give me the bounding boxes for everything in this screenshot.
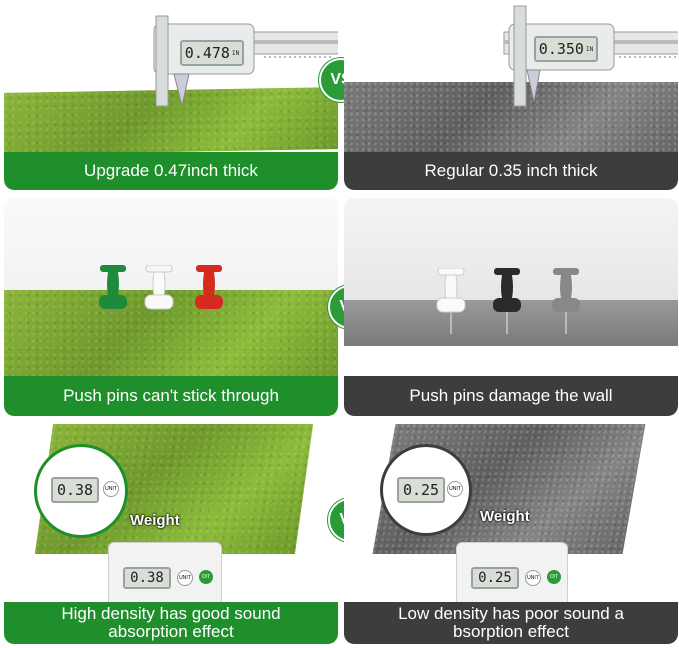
row3-right-caption: Low density has poor sound a bsorption e… xyxy=(344,602,678,644)
unit-button-zoom: UNIT xyxy=(103,481,119,497)
caliper-reading: 0.478 xyxy=(184,44,230,62)
row2-right-caption: Push pins damage the wall xyxy=(344,376,678,416)
scale-reading: 0.38 xyxy=(130,570,164,586)
black-pushpin-icon xyxy=(493,268,521,334)
row3-left-caption-line2: absorption effect xyxy=(108,622,234,641)
scale-display-zoom: 0.25 xyxy=(397,477,445,503)
row1-left-caption: Upgrade 0.47inch thick xyxy=(4,152,338,190)
scale-display-zoom: 0.38 xyxy=(51,477,99,503)
unit-button: UNIT xyxy=(525,570,541,586)
scale-reading-zoom: 0.25 xyxy=(402,481,440,499)
weight-label: Weight xyxy=(130,512,180,529)
row3-left-caption-line1: High density has good sound xyxy=(61,604,281,623)
power-button: O/T xyxy=(199,570,213,584)
row2-left-tile: Push pins can't stick through xyxy=(4,198,338,416)
row3-right-caption-line1: Low density has poor sound a xyxy=(398,604,624,623)
row3-left-caption: High density has good sound absorption e… xyxy=(4,602,338,644)
scale-reading: 0.25 xyxy=(478,570,512,586)
row1-right-caption: Regular 0.35 inch thick xyxy=(344,152,678,190)
row2-right-tile: Push pins damage the wall xyxy=(344,198,678,416)
power-button: O/T xyxy=(547,570,561,584)
caliper-reading: 0.350 xyxy=(538,40,584,58)
row3-left-tile: 0.38 UNIT O/T 0.38 UNIT Weight High dens… xyxy=(4,424,338,644)
caliper-icon xyxy=(503,5,678,107)
scale-magnifier: 0.38 UNIT xyxy=(34,444,128,538)
caliper-icon xyxy=(153,15,338,107)
row3-right-caption-line2: bsorption effect xyxy=(453,622,569,641)
green-pushpin-icon xyxy=(99,265,127,309)
weight-label: Weight xyxy=(480,508,530,525)
scale-display: 0.38 xyxy=(123,567,171,589)
grey-pushpin-icon xyxy=(552,268,580,334)
caliper-unit: IN xyxy=(585,45,594,53)
row3-right-tile: 0.25 UNIT O/T 0.25 UNIT Weight Low densi… xyxy=(344,424,678,644)
row2-left-caption: Push pins can't stick through xyxy=(4,376,338,416)
unit-button-zoom: UNIT xyxy=(447,481,463,497)
caliper-unit: IN xyxy=(231,49,240,57)
white-pushpin-icon xyxy=(144,265,174,310)
white-pushpin-icon xyxy=(436,268,466,334)
unit-button: UNIT xyxy=(177,570,193,586)
red-pushpin-icon xyxy=(195,265,223,309)
scale-display: 0.25 xyxy=(471,567,519,589)
scale-reading-zoom: 0.38 xyxy=(56,481,94,499)
scale-magnifier: 0.25 UNIT xyxy=(380,444,472,536)
grey-felt-panel xyxy=(344,82,678,154)
